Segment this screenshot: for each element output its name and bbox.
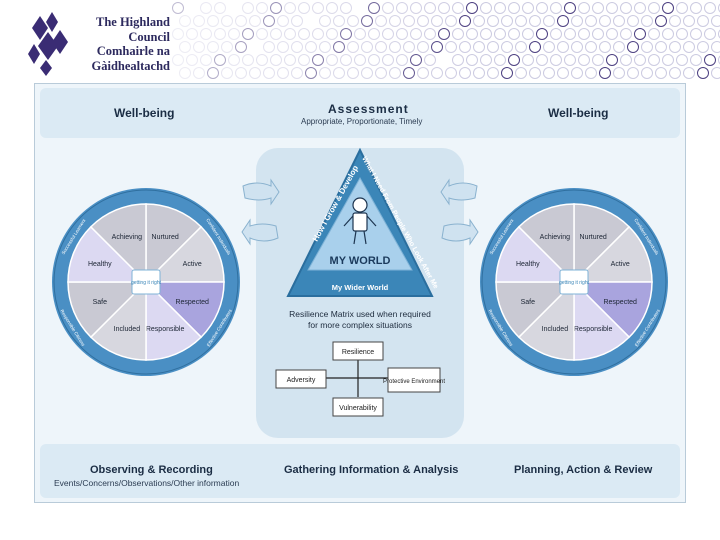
wheel-segment-label: Healthy: [516, 261, 540, 268]
wheel-segment-label: Included: [114, 326, 141, 333]
resilience-matrix: Resilience Adversity Protective Environm…: [276, 342, 445, 416]
wheel-segment-label: Active: [183, 261, 202, 268]
wheel-segment-label: Responsible: [574, 326, 613, 333]
arrow-top-right-icon: [441, 180, 477, 204]
wheel-segment-label: Healthy: [88, 261, 112, 268]
wheel-segment-label: Included: [542, 326, 569, 333]
wheel-segment-label: Safe: [93, 299, 108, 306]
resilience-label: Resilience: [342, 349, 374, 356]
resilience-caption-line1: Resilience Matrix used when required: [289, 309, 431, 319]
wheel-segment-label: Nurtured: [580, 234, 607, 241]
wheel-segment-label: Respected: [175, 299, 209, 306]
my-world-title: MY WORLD: [330, 255, 391, 267]
wheel-segment-label: Active: [611, 261, 630, 268]
wellbeing-wheel-right: NurturedActiveRespectedResponsible Includ…: [480, 188, 668, 376]
vulnerability-label: Vulnerability: [339, 405, 377, 412]
wheel-segment-label: Responsible: [146, 326, 185, 333]
wheel-segment-label: Achieving: [112, 234, 142, 241]
wellbeing-wheel-left: NurturedActiveRespectedResponsible Includ…: [52, 188, 240, 376]
resilience-caption-line2: for more complex situations: [308, 320, 412, 330]
protective-environment-label: Protective Environment: [383, 379, 445, 385]
my-world-triangle: How I Grow & Develop What I Need From Pe…: [288, 150, 439, 296]
getting-it-right-label: getting it right: [131, 280, 162, 286]
adversity-label: Adversity: [287, 377, 316, 384]
wheel-segment-label: Safe: [521, 299, 536, 306]
wheel-segment-label: Nurtured: [152, 234, 179, 241]
my-wider-world-label: My Wider World: [332, 283, 389, 292]
getting-it-right-label: getting it right: [559, 280, 590, 286]
arrow-bottom-right-icon: [442, 220, 478, 244]
arrow-bottom-left-icon: [242, 220, 278, 244]
arrow-top-left-icon: [243, 180, 279, 204]
wheel-segment-label: Achieving: [540, 234, 570, 241]
wheel-segment-label: Respected: [603, 299, 637, 306]
